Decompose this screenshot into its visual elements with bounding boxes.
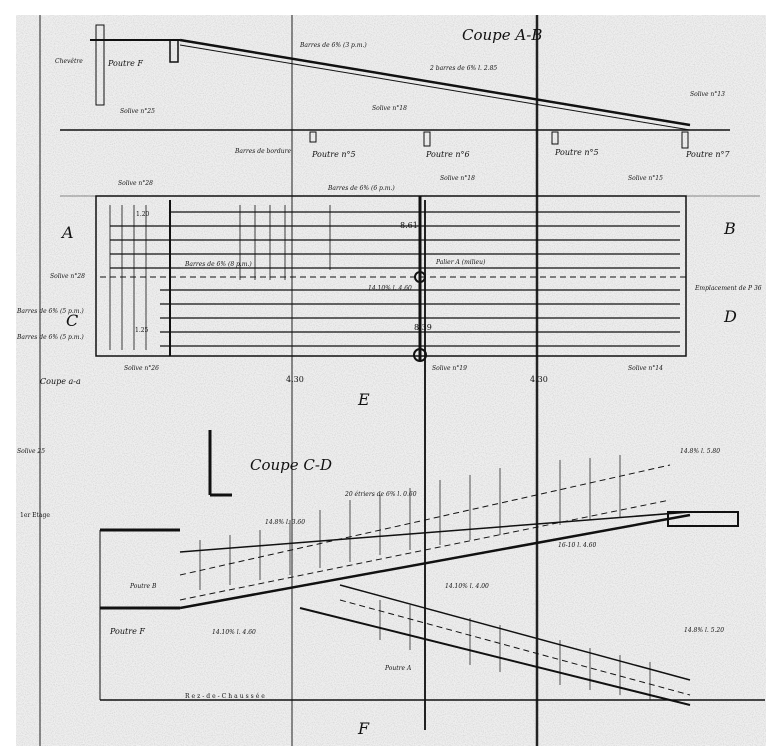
label-note-etrier: 14.10% l. 4.60 <box>368 285 412 292</box>
stair-section <box>99 430 765 706</box>
label-note-cd6: 16-10 l. 4.60 <box>558 542 596 549</box>
label-mid-note: 2 barres de 6% l. 2.85 <box>429 65 497 72</box>
dim-861: 8.61 <box>400 221 418 230</box>
label-poutre-b: Poutre B <box>129 583 157 590</box>
section-ab <box>60 24 730 149</box>
label-poutre-f-stair: Poutre F <box>109 627 145 636</box>
label-ground-floor: Rez-de-Chaussée <box>185 693 267 700</box>
label-poutre-f: Poutre F <box>107 59 143 68</box>
section-letter-b: B <box>723 219 736 238</box>
dim-120: 1.20 <box>136 211 150 218</box>
section-cd-title: Coupe C-D <box>250 456 332 474</box>
label-poutre-5b: Poutre n°5 <box>554 148 599 157</box>
section-letter-e: E <box>357 390 370 409</box>
section-ab-title: Coupe A-B <box>462 26 542 44</box>
label-solive-15: Solive n°15 <box>628 175 663 182</box>
label-note-cd4: 14.10% l. 4.00 <box>445 583 489 590</box>
label-solive-18-plan: Solive n°18 <box>440 175 475 182</box>
label-solive-28-top: Solive n°28 <box>118 180 153 187</box>
label-poutre-5a: Poutre n°5 <box>311 150 356 159</box>
label-chevetre: Chevêtre <box>55 58 83 65</box>
plan-view <box>95 195 690 362</box>
label-barres-side2: Barres de 6% (5 p.m.) <box>16 334 84 341</box>
label-barres-top: Barres de 6% (3 p.m.) <box>299 42 367 49</box>
dim-839: 8.39 <box>414 323 432 332</box>
label-note-cd5: 14.8% l. 5.20 <box>684 627 724 634</box>
section-letter-c: C <box>66 311 78 330</box>
label-note-cd3: 14.8% l. 5.80 <box>680 448 720 455</box>
label-barres-dist: Barres de 6% (8 p.m.) <box>184 261 252 268</box>
label-note-cd7: 20 étriers de 6% l. 0.60 <box>344 491 417 498</box>
label-palier: Palier A (milieu) <box>435 259 486 266</box>
dim-430a: 4.30 <box>286 375 304 384</box>
section-aa-title: Coupe a-a <box>40 377 81 386</box>
label-solive-25: Solive n°25 <box>120 108 155 115</box>
label-solive-18-top: Solive n°18 <box>372 105 407 112</box>
label-solive-19: Solive n°19 <box>432 365 467 372</box>
label-poutre-6: Poutre n°6 <box>425 150 470 159</box>
label-solive-28-side: Solive n°28 <box>50 273 85 280</box>
paper-grain <box>16 15 766 746</box>
label-note-cd1: 14.8% l. 3.60 <box>265 519 305 526</box>
label-barres-bords: Barres de bordure <box>234 148 291 155</box>
section-letter-f: F <box>357 719 370 738</box>
label-poutre-7: Poutre n°7 <box>685 150 730 159</box>
section-letter-d: D <box>723 307 737 326</box>
dim-430b: 4.30 <box>530 375 548 384</box>
label-solive-26: Solive n°26 <box>124 365 159 372</box>
section-letter-a: A <box>60 223 74 242</box>
label-first-floor: 1er Etage <box>20 512 50 519</box>
label-solive-25-side: Solive 25 <box>17 448 45 455</box>
label-solive-14: Solive n°14 <box>628 365 663 372</box>
dim-125: 1.25 <box>135 327 149 334</box>
label-barres-plan: Barres de 6% (6 p.m.) <box>327 185 395 192</box>
label-barres-side1: Barres de 6% (5 p.m.) <box>16 308 84 315</box>
label-poutre-a: Poutre A <box>384 665 412 672</box>
grid-lines <box>39 15 760 746</box>
label-emplacement: Emplacement de P 36 <box>694 285 762 292</box>
label-note-cd2: 14.10% l. 4.60 <box>212 629 256 636</box>
label-solive-13: Solive n°13 <box>690 91 725 98</box>
